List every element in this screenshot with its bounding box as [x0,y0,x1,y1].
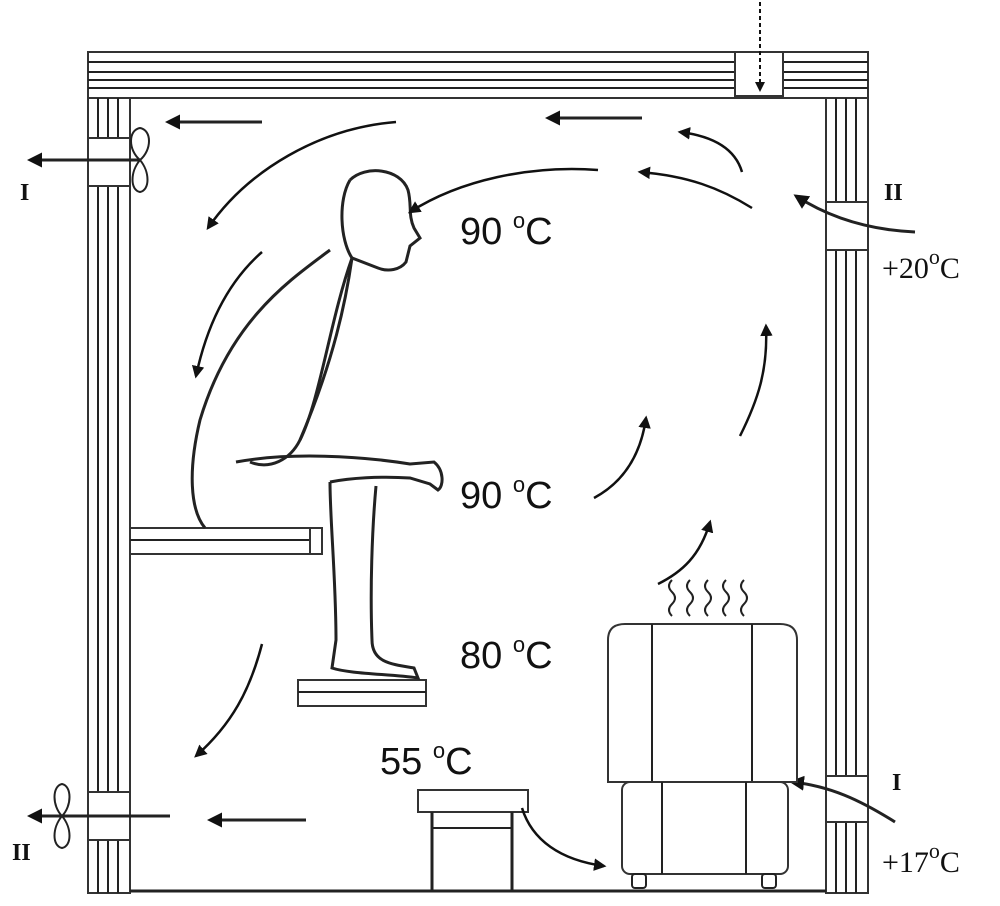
vent-upper-left [27,126,150,194]
vent-label-lower-right: I [892,770,901,796]
lower-bench [297,679,427,707]
temp-label-floor: 55 oC [380,738,473,783]
ceiling-intake-vent [734,2,784,97]
left-wall [87,97,131,894]
vent-label-lower-left: II [12,840,31,866]
temp-label-heater-top: 80 oC [460,632,553,677]
temp-label-hands: 90 oC [460,472,553,517]
ext-temp-lower: +17oC [882,838,960,879]
vent-label-upper-right: II [884,180,903,206]
seated-person [190,169,444,680]
sauna-heater [607,623,798,889]
airflow-arrows [165,110,773,871]
vent-lower-left [27,782,170,850]
vent-lower-right [789,775,896,824]
heat-waves [668,579,748,617]
ext-temp-upper: +20oC [882,244,960,285]
upper-bench [129,527,323,555]
stool [417,789,529,891]
vent-upper-right [793,194,916,251]
vent-label-upper-left: I [20,180,29,206]
temp-label-head: 90 oC [460,208,553,253]
